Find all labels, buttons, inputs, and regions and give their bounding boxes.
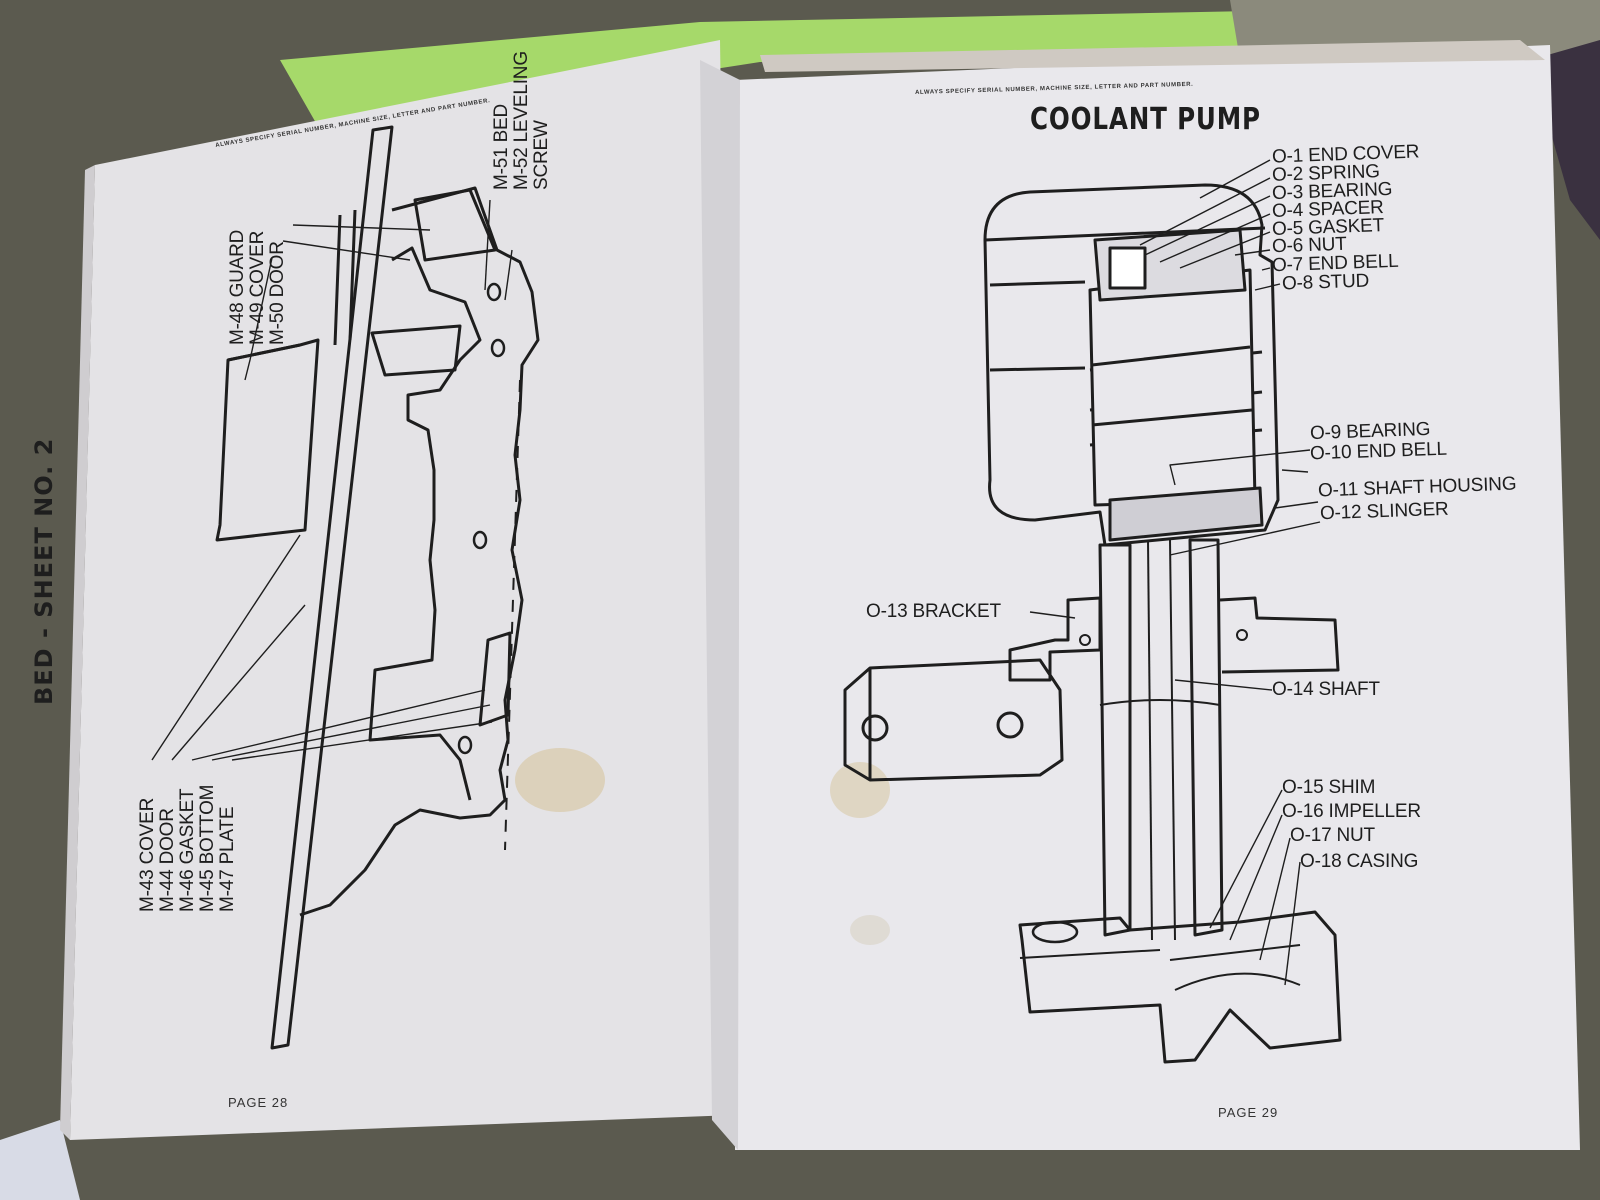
label-m52-leveling: M-52 LEVELING [511,51,532,190]
label-m43-cover: M-43 COVER [137,797,158,912]
pump-drawing [843,159,1342,1064]
left-page [70,40,735,1140]
part-o15: O-15 SHIM [1282,777,1376,798]
right-page [735,45,1580,1150]
part-o13: O-13 BRACKET [866,601,1001,622]
right-page-title: COOLANT PUMP [1030,102,1261,137]
left-page-number: PAGE 28 [228,1095,289,1110]
left-labels-top: M-48 GUARD M-49 COVER M-50 DOOR [227,229,288,345]
right-page-number: PAGE 29 [1218,1105,1279,1120]
label-m47-plate: M-47 PLATE [217,806,238,912]
part-o16: O-16 IMPELLER [1282,801,1421,822]
label-m46-gasket: M-46 GASKET [177,788,198,912]
label-m50-door: M-50 DOOR [267,241,288,345]
part-o17: O-17 NUT [1290,825,1375,846]
part-o18: O-18 CASING [1300,851,1419,872]
label-m44-door: M-44 DOOR [157,808,178,912]
bed-drawing [151,125,540,1050]
left-page-title: BED - SHEET NO. 2 [30,437,58,705]
label-m51-bed: M-51 BED [491,103,512,190]
label-m45-bottom: M-45 BOTTOM [197,784,218,912]
green-tray [280,10,1300,130]
part-o14: O-14 SHAFT [1272,679,1380,700]
label-m48-guard: M-48 GUARD [227,229,248,345]
label-m49-cover: M-49 COVER [247,230,268,345]
left-labels-bottom: M-43 COVER M-44 DOOR M-46 GASKET M-45 BO… [137,784,238,912]
label-screw: SCREW [531,120,552,190]
left-labels-right: M-51 BED M-52 LEVELING SCREW [491,51,552,190]
part-o8: O-8 STUD [1281,270,1370,295]
